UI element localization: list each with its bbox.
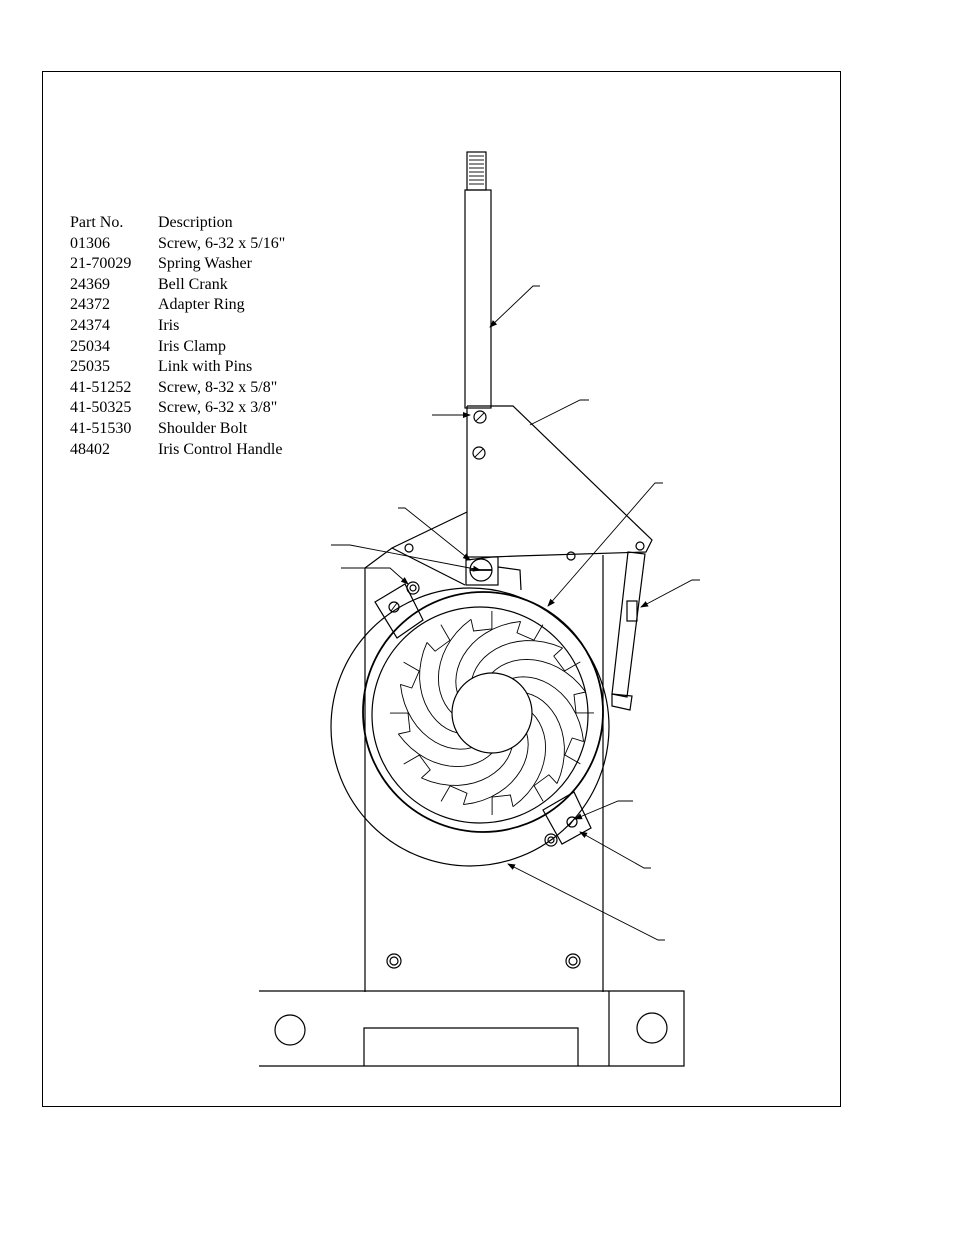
description-cell: Adapter Ring (158, 296, 245, 314)
part-no-cell: 41-51252 (70, 378, 132, 396)
iris-blade-notch (516, 621, 544, 641)
iris-clamp-upper (374, 583, 424, 639)
iris-blade (397, 733, 493, 768)
parts-list-row: 41-50325 Screw, 6-32 x 3/8" (70, 398, 285, 419)
parts-list-row: 25035 Link with Pins (70, 357, 285, 378)
parts-list-row: 01306 Screw, 6-32 x 5/16" (70, 234, 285, 255)
shoulder-bolt (465, 556, 522, 591)
description-cell: Iris (158, 316, 180, 334)
part-no-cell: 25034 (70, 337, 110, 355)
iris-blade (437, 618, 472, 714)
description-cell: Screw, 6-32 x 5/16" (158, 234, 286, 252)
drawing-frame (42, 71, 841, 1107)
part-no-cell: 24372 (70, 296, 110, 314)
part-no-cell: 24374 (70, 316, 110, 334)
link-with-pins (611, 551, 646, 711)
iris-blade-notch (440, 785, 468, 805)
part-no-cell: 41-50325 (70, 399, 132, 417)
description-cell: Iris Clamp (158, 337, 226, 355)
iris-blade (491, 658, 587, 693)
iris-blade (526, 692, 565, 784)
iris-blade (512, 712, 547, 808)
iris-blade-notch (390, 712, 411, 735)
description-cell: Link with Pins (158, 358, 253, 376)
parts-list-row: 25034 Iris Clamp (70, 337, 285, 358)
adapter-ring (330, 587, 610, 867)
description-header: Description (158, 214, 233, 231)
iris-blade-notch (470, 611, 493, 632)
iris-blade-notch (564, 737, 584, 765)
parts-list-row: 21-70029 Spring Washer (70, 254, 285, 275)
parts-list-row: 41-51530 Shoulder Bolt (70, 419, 285, 440)
iris-blade-notch (573, 691, 594, 714)
parts-list-row: 24372 Adapter Ring (70, 295, 285, 316)
mount-plate (364, 511, 604, 992)
iris-blade-notch (491, 794, 514, 815)
iris-blade (421, 747, 513, 786)
base (259, 990, 685, 1067)
parts-list-row: 24369 Bell Crank (70, 275, 285, 296)
bell-crank (466, 405, 653, 561)
iris-blade (463, 732, 529, 806)
description-cell: Iris Control Handle (158, 440, 283, 458)
description-cell: Bell Crank (158, 275, 228, 293)
part-no-cell: 01306 (70, 234, 110, 252)
part-no-cell: 41-51530 (70, 419, 132, 437)
iris-blade-notch (533, 774, 558, 802)
part-no-cell: 21-70029 (70, 255, 132, 273)
iris-blade-notch (400, 661, 420, 689)
iris-control-handle (464, 151, 492, 409)
part-no-cell: 25035 (70, 358, 110, 376)
parts-list-row: 24374 Iris (70, 316, 285, 337)
description-cell: Screw, 6-32 x 3/8" (158, 399, 278, 417)
description-cell: Shoulder Bolt (158, 419, 248, 437)
part-no-cell: 48402 (70, 440, 110, 458)
iris-blade (399, 684, 473, 750)
description-cell: Screw, 8-32 x 5/8" (158, 378, 278, 396)
part-no-header: Part No. (70, 214, 124, 231)
handle-knurl (469, 155, 484, 185)
parts-list-row: 41-51252 Screw, 8-32 x 5/8" (70, 378, 285, 399)
part-no-cell: 24369 (70, 275, 110, 293)
iris-blade (455, 620, 521, 694)
parts-list-row: 48402 Iris Control Handle (70, 440, 285, 461)
iris-blade-notch (426, 624, 451, 652)
parts-list-header-row: Part No. Description (70, 213, 285, 234)
iris-blade (419, 642, 458, 734)
iris (390, 611, 594, 815)
iris-blade (511, 676, 585, 742)
description-cell: Spring Washer (158, 255, 252, 273)
iris-blade (471, 640, 563, 679)
iris-blade-notch (403, 754, 431, 779)
iris-clamp-lower (542, 791, 592, 847)
iris-blade-notch (553, 647, 581, 672)
leader-lines (331, 285, 700, 941)
